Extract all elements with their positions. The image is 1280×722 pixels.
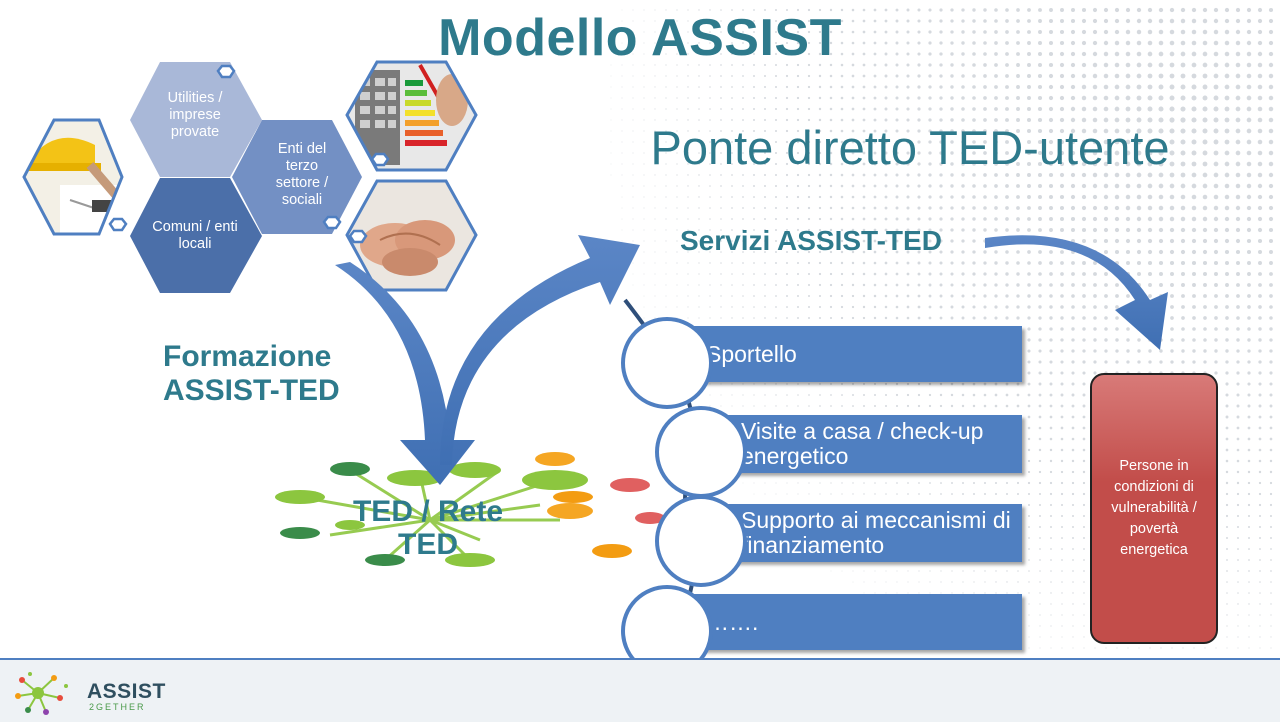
page-title: Modello ASSIST xyxy=(438,9,842,67)
hexagon-photo-hands xyxy=(345,179,478,292)
service-label: ……. xyxy=(706,608,759,635)
formazione-label: Formazione ASSIST-TED xyxy=(163,340,340,408)
connector-hex-icon xyxy=(108,217,128,232)
assist-logo-icon xyxy=(15,672,68,715)
connector-hex-icon xyxy=(216,64,236,79)
connector-hex-icon xyxy=(348,229,368,244)
logo-name: ASSIST xyxy=(87,680,166,703)
ted-label: TED / Rete TED xyxy=(333,495,523,561)
service-bar-supporto: Supporto ai meccanismi di finanziamento xyxy=(695,504,1022,562)
ted-line-2: TED xyxy=(398,528,458,561)
target-persone-label: Persone in condizioni di vulnerabilità /… xyxy=(1111,458,1197,558)
target-persone-box: Persone in condizioni di vulnerabilità /… xyxy=(1090,373,1218,644)
hexagon-photo-energy-label xyxy=(345,60,478,172)
logo-tagline: 2GETHER xyxy=(89,702,146,712)
servizi-heading: Servizi ASSIST-TED xyxy=(680,225,942,256)
arrow-formazione-icon xyxy=(335,262,475,485)
hexagon-label-enti: Enti del terzo settore / sociali xyxy=(275,141,329,208)
formazione-line-1: Formazione xyxy=(163,340,332,373)
footer-bar xyxy=(0,658,1280,722)
service-bar-altro: ……. xyxy=(660,594,1022,650)
hexagon-comuni xyxy=(130,178,262,293)
service-bar-visite: Visite a casa / check-up energetico xyxy=(695,415,1022,473)
hexagon-label-utilities: Utilities / imprese provate xyxy=(167,90,223,140)
ted-network-graphic xyxy=(275,452,665,567)
arrow-servizi-icon xyxy=(440,235,640,465)
service-bullet-circle xyxy=(621,317,713,409)
service-label: Sportello xyxy=(706,340,797,367)
connector-hex-icon xyxy=(322,215,342,230)
arrow-persone-icon xyxy=(985,235,1168,350)
connector-hex-icon xyxy=(370,152,390,167)
page-subtitle: Ponte diretto TED-utente xyxy=(650,121,1170,174)
hexagon-label-comuni: Comuni / enti locali xyxy=(152,219,238,252)
service-label: Supporto ai meccanismi di finanziamento xyxy=(741,507,1011,558)
service-bullet-circle xyxy=(655,495,747,587)
service-label: Visite a casa / check-up energetico xyxy=(741,418,984,469)
ted-line-1: TED / Rete xyxy=(352,495,504,528)
formazione-line-2: ASSIST-TED xyxy=(163,374,340,407)
hexagon-utilities xyxy=(130,62,262,177)
service-bar-sportello: Sportello xyxy=(660,326,1022,382)
hexagon-enti-terzo-settore xyxy=(232,120,362,234)
service-bullet-circle xyxy=(655,406,747,498)
